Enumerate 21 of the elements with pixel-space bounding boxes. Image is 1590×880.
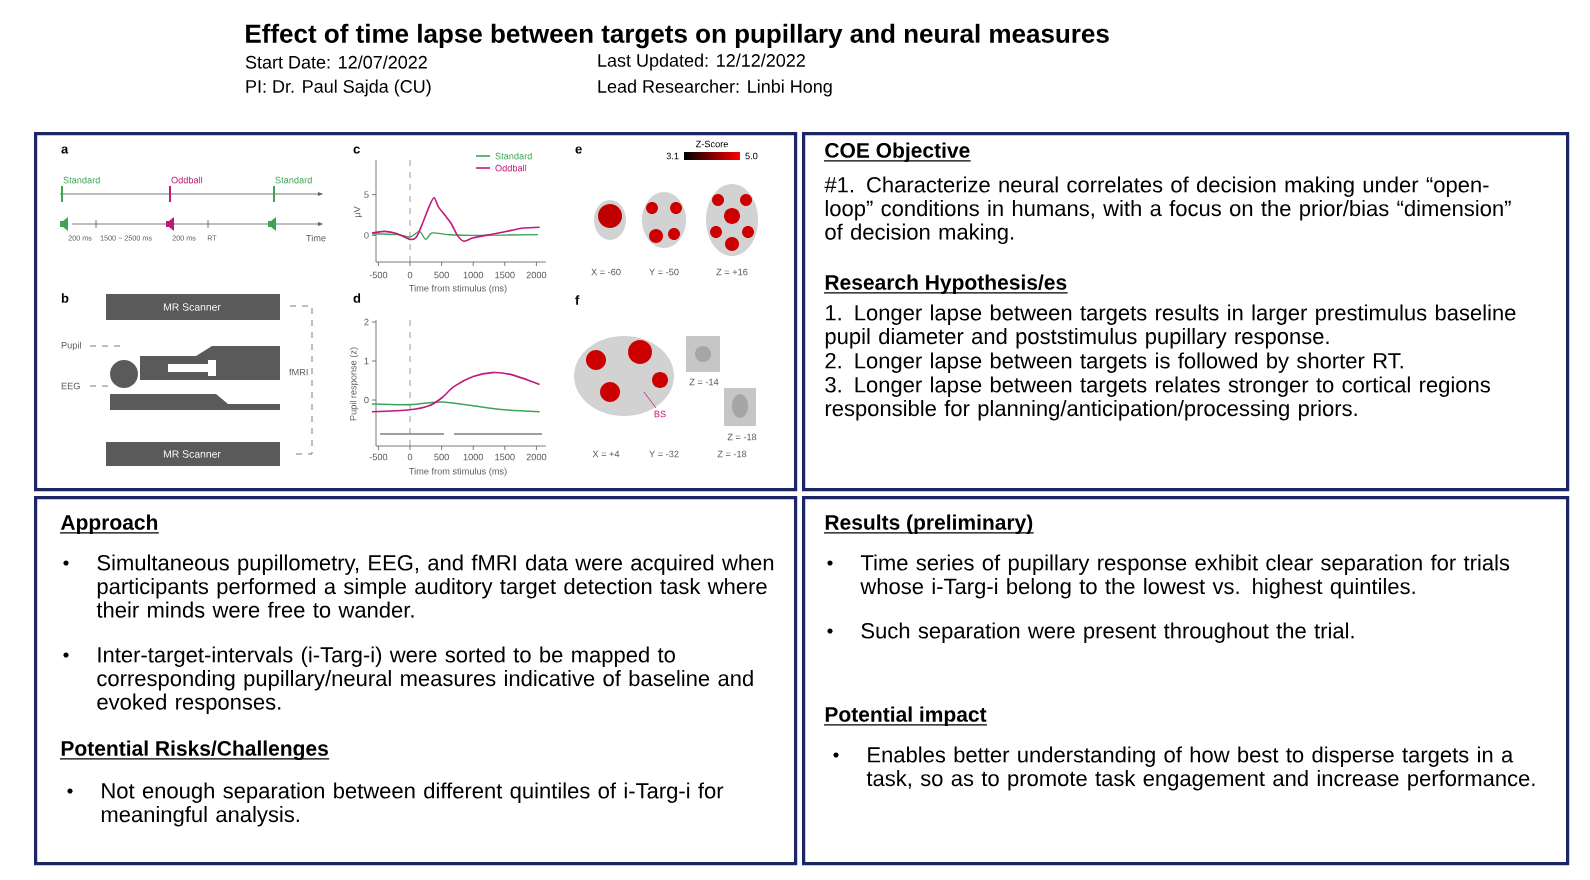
numbered-item: 2. Longer lapse between targets is followed by shorter RT.: [825, 352, 1403, 373]
numbered-item: #1. Characterize neural correlates of decision making under “open-loop” conditions in humans, with a focus on the prior/bias “dimension” of decision making.: [824, 176, 1511, 245]
section-heading: Potential Risks/Challenges: [59, 740, 330, 761]
bullet-item: Inter-target-intervals (i-Targ-i) were sorted to be mapped to corresponding pupillary/neural measures indicative of baseline and evoked responses.: [63, 646, 753, 715]
header-text: Last Updated: 12/12/2022: [598, 53, 805, 71]
bullet-item: Such separation were present throughout the trial.: [827, 622, 1354, 643]
bullet-item: Enables better understanding of how best to disperse targets in a task, so as to promote task engagement and increase performance.: [833, 746, 1535, 791]
header-text: Start Date: 12/07/2022: [245, 55, 427, 69]
numbered-item: 1. Longer lapse between targets results in larger prestimulus baseline pupil diameter and poststimulus pupillary response.: [825, 304, 1516, 349]
section-heading: Research Hypothesis/es: [823, 274, 1069, 294]
header-text: PI: Dr. Paul Sajda (CU): [246, 79, 431, 97]
title: Effect of time lapse between targets on pupillary and neural measures: [246, 23, 1109, 49]
section-heading: Potential impact: [823, 706, 988, 726]
numbered-item: 3. Longer lapse between targets relates stronger to cortical regions responsible for planning/anticipation/processing priors.: [825, 376, 1490, 421]
section-heading: Approach: [59, 514, 160, 534]
section-heading: Results (preliminary): [823, 514, 1035, 534]
section-heading: COE Objective: [823, 142, 972, 162]
header-text: Lead Researcher: Linbi Hong: [598, 79, 832, 97]
bullet-item: Not enough separation between different quintiles of i-Targ-i for meaningful analysis.: [67, 782, 724, 827]
bullet-item: Simultaneous pupillometry, EEG, and fMRI data were acquired when participants performed a simple auditory target detection task where their minds were free to wander.: [63, 554, 774, 618]
bullet-item: Time series of pupillary response exhibit clear separation for trials whose i-Targ-i belong to the lowest vs. highest quintiles.: [827, 554, 1510, 599]
